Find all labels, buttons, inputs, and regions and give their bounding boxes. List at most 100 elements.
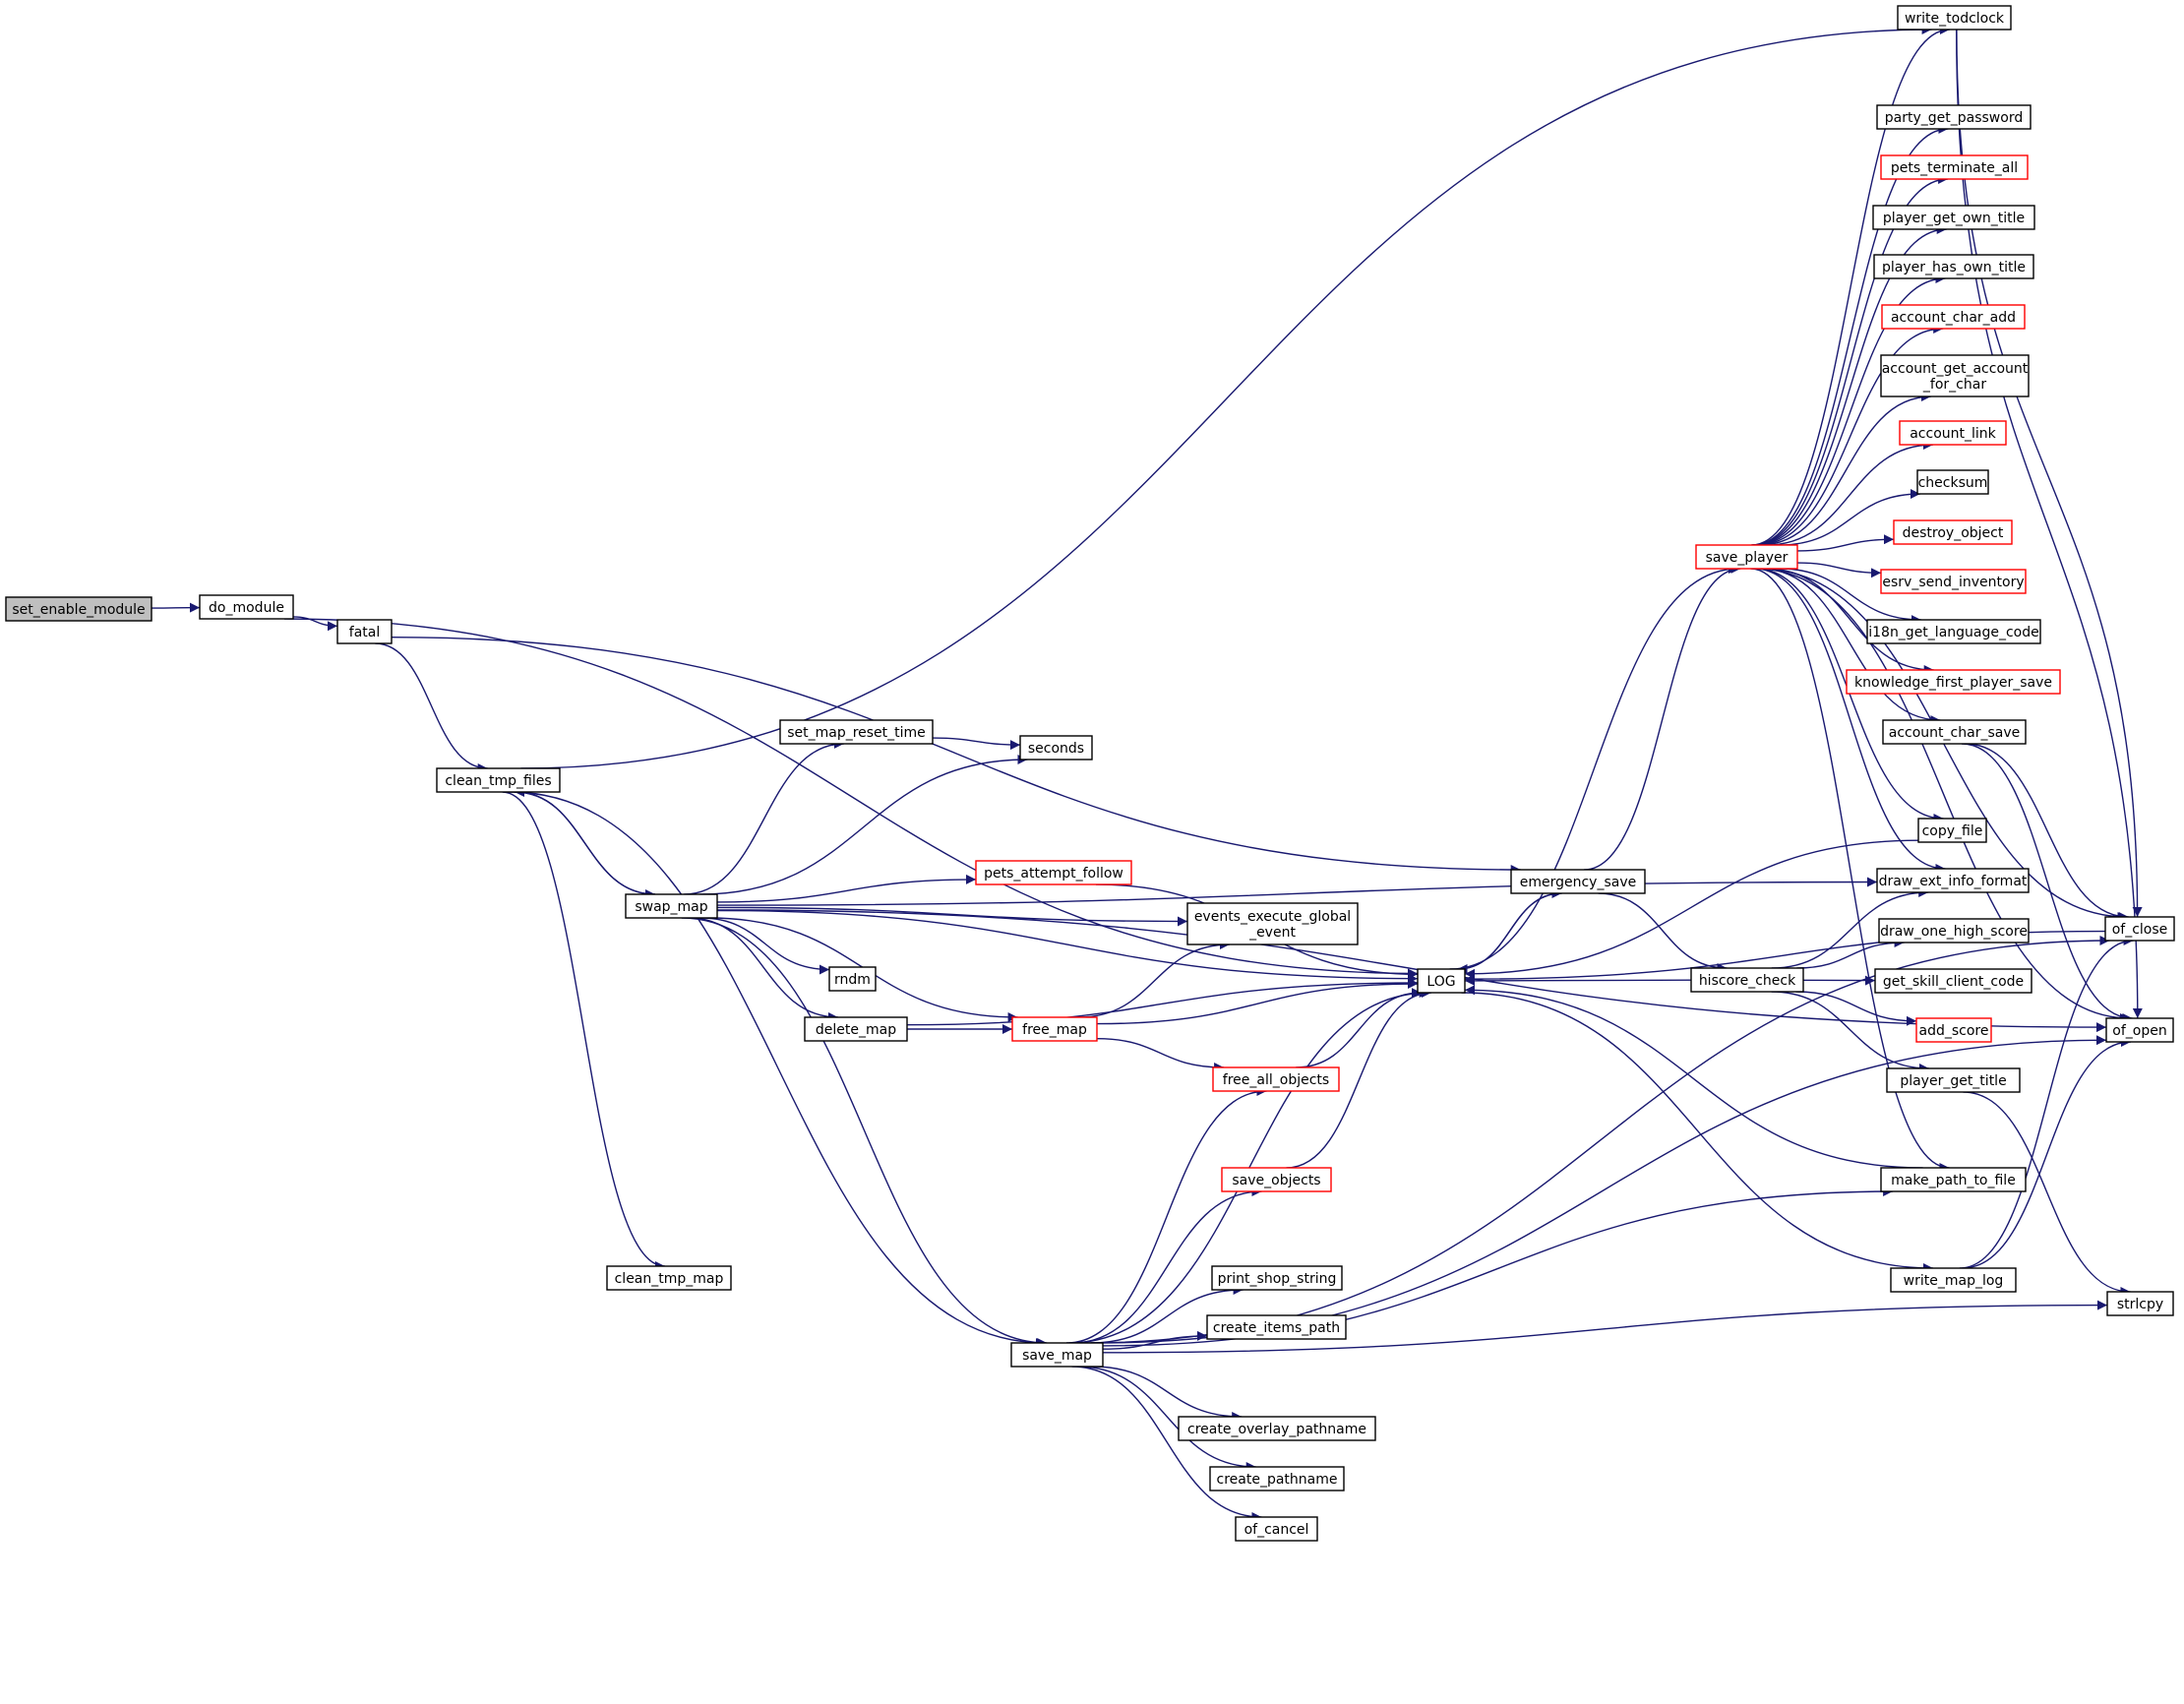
edge-line bbox=[1751, 25, 1950, 546]
node-checksum[interactable]: checksum bbox=[1916, 469, 1989, 495]
node-box bbox=[1206, 1314, 1347, 1340]
node-make-path-to-file[interactable]: make_path_to_file bbox=[1880, 1167, 2027, 1192]
node-create-overlay-pathname[interactable]: create_overlay_pathname bbox=[1178, 1416, 1376, 1441]
node-events-execute-global-event[interactable]: events_execute_global_event bbox=[1186, 902, 1359, 945]
node-label: knowledge_first_player_save bbox=[1854, 675, 2052, 691]
node-get-skill-client-code[interactable]: get_skill_client_code bbox=[1874, 968, 2032, 994]
node-label: write_map_log bbox=[1904, 1273, 2004, 1289]
node-label: make_path_to_file bbox=[1891, 1173, 2016, 1188]
node-swap-map[interactable]: swap_map bbox=[625, 893, 718, 919]
edge-line bbox=[292, 616, 338, 632]
node-box bbox=[1211, 1265, 1343, 1291]
node-add-score[interactable]: add_score bbox=[1915, 1017, 1992, 1043]
node-box bbox=[1510, 869, 1646, 894]
edge-line bbox=[716, 877, 1878, 906]
node-box bbox=[1917, 818, 1987, 843]
node-copy-file[interactable]: copy_file bbox=[1917, 818, 1987, 843]
node-account-get-account-for-char[interactable]: account_get_account_for_char bbox=[1880, 354, 2030, 397]
edge-swap-map-to-save-map bbox=[681, 917, 1048, 1348]
node-save-objects[interactable]: save_objects bbox=[1221, 1167, 1332, 1192]
edge-save-player-to-write-todclock bbox=[1751, 25, 1950, 546]
node-emergency-save[interactable]: emergency_save bbox=[1510, 869, 1646, 894]
edge-line bbox=[1962, 1037, 2132, 1269]
node-label: account_char_save bbox=[1889, 725, 2020, 741]
edge-line bbox=[1286, 988, 1432, 1169]
node-set-enable-module[interactable]: set_enable_module bbox=[5, 596, 152, 622]
node-pets-attempt-follow[interactable]: pets_attempt_follow bbox=[975, 860, 1132, 885]
node-box bbox=[1878, 918, 2030, 943]
edge-swap-map-to-rndm bbox=[700, 917, 830, 975]
node-label: of_cancel bbox=[1244, 1522, 1309, 1538]
node-box bbox=[1212, 1066, 1340, 1092]
node-account-link[interactable]: account_link bbox=[1899, 420, 2007, 446]
node-esrv-send-inventory[interactable]: esrv_send_inventory bbox=[1880, 569, 2027, 594]
node-draw-one-high-score[interactable]: draw_one_high_score bbox=[1878, 918, 2030, 943]
node-box bbox=[1882, 719, 2027, 745]
node-box bbox=[1872, 205, 2035, 230]
node-print-shop-string[interactable]: print_shop_string bbox=[1211, 1265, 1343, 1291]
edge-clean-tmp-files-to-clean-tmp-map bbox=[502, 791, 665, 1271]
edge-line bbox=[1102, 1330, 1208, 1350]
node-box bbox=[1186, 902, 1359, 945]
edge-save-map-to-save-objects bbox=[1071, 1187, 1262, 1344]
node-player-has-own-title[interactable]: player_has_own_title bbox=[1873, 254, 2034, 279]
node-box bbox=[1897, 5, 2012, 30]
node-log[interactable]: LOG bbox=[1417, 968, 1466, 994]
node-set-map-reset-time[interactable]: set_map_reset_time bbox=[779, 719, 934, 745]
node-box bbox=[5, 596, 152, 622]
node-write-todclock[interactable]: write_todclock bbox=[1897, 5, 2012, 30]
node-label: draw_one_high_score bbox=[1880, 924, 2028, 940]
node-save-map[interactable]: save_map bbox=[1010, 1342, 1104, 1368]
node-player-get-title[interactable]: player_get_title bbox=[1886, 1067, 2021, 1093]
node-destroy-object[interactable]: destroy_object bbox=[1893, 519, 2013, 545]
node-of-cancel[interactable]: of_cancel bbox=[1235, 1516, 1318, 1542]
node-label: account_get_account_for_char bbox=[1882, 361, 2029, 393]
node-clean-tmp-map[interactable]: clean_tmp_map bbox=[606, 1265, 732, 1291]
node-clean-tmp-files[interactable]: clean_tmp_files bbox=[436, 767, 561, 793]
edge-line bbox=[1464, 985, 1923, 1169]
node-of-open[interactable]: of_open bbox=[2105, 1017, 2174, 1043]
node-account-char-save[interactable]: account_char_save bbox=[1882, 719, 2027, 745]
node-save-player[interactable]: save_player bbox=[1695, 544, 1798, 570]
node-create-pathname[interactable]: create_pathname bbox=[1209, 1466, 1345, 1491]
node-box bbox=[1019, 735, 1093, 761]
node-hiscore-check[interactable]: hiscore_check bbox=[1690, 967, 1804, 993]
node-seconds[interactable]: seconds bbox=[1019, 735, 1093, 761]
node-label: party_get_password bbox=[1885, 110, 2023, 126]
node-box bbox=[804, 1016, 908, 1042]
edge-line bbox=[689, 917, 839, 1022]
edge-hiscore-check-to-player-get-title bbox=[1771, 991, 1929, 1073]
edge-save-player-to-party-get-password bbox=[1752, 124, 1949, 546]
node-pets-terminate-all[interactable]: pets_terminate_all bbox=[1880, 154, 2029, 180]
edge-line bbox=[1796, 534, 1895, 552]
edge-save-map-to-strlcpy bbox=[1102, 1300, 2108, 1354]
node-create-items-path[interactable]: create_items_path bbox=[1206, 1314, 1347, 1340]
node-box bbox=[1876, 868, 2030, 893]
node-label: delete_map bbox=[816, 1022, 896, 1038]
edge-line bbox=[1959, 936, 2134, 1269]
node-delete-map[interactable]: delete_map bbox=[804, 1016, 908, 1042]
node-strlcpy[interactable]: strlcpy bbox=[2106, 1291, 2174, 1316]
edge-write-map-log-to-of-close bbox=[1959, 936, 2134, 1269]
node-i18n-get-language-code[interactable]: i18n_get_language_code bbox=[1866, 619, 2041, 644]
node-rndm[interactable]: rndm bbox=[828, 966, 877, 992]
node-box bbox=[1893, 519, 2013, 545]
node-write-map-log[interactable]: write_map_log bbox=[1890, 1267, 2017, 1293]
node-knowledge-first-player-save[interactable]: knowledge_first_player_save bbox=[1846, 669, 2061, 695]
node-draw-ext-info-format[interactable]: draw_ext_info_format bbox=[1876, 868, 2030, 893]
edge-swap-map-to-of-open bbox=[716, 909, 2107, 1033]
node-of-close[interactable]: of_close bbox=[2104, 916, 2175, 942]
node-player-get-own-title[interactable]: player_get_own_title bbox=[1872, 205, 2035, 230]
edge-save-player-to-checksum bbox=[1779, 489, 1920, 546]
node-do-module[interactable]: do_module bbox=[199, 594, 294, 620]
node-label: account_char_add bbox=[1891, 310, 2016, 326]
edge-line bbox=[1071, 1187, 1262, 1344]
node-fatal[interactable]: fatal bbox=[336, 619, 393, 644]
node-free-map[interactable]: free_map bbox=[1011, 1016, 1098, 1042]
edge-line bbox=[1584, 564, 1741, 871]
node-party-get-password[interactable]: party_get_password bbox=[1876, 104, 2032, 130]
edge-save-map-to-of-cancel bbox=[1071, 1366, 1262, 1522]
node-free-all-objects[interactable]: free_all_objects bbox=[1212, 1066, 1340, 1092]
node-account-char-add[interactable]: account_char_add bbox=[1881, 304, 2026, 330]
edge-swap-map-to-events-execute-global-event bbox=[716, 906, 1188, 927]
